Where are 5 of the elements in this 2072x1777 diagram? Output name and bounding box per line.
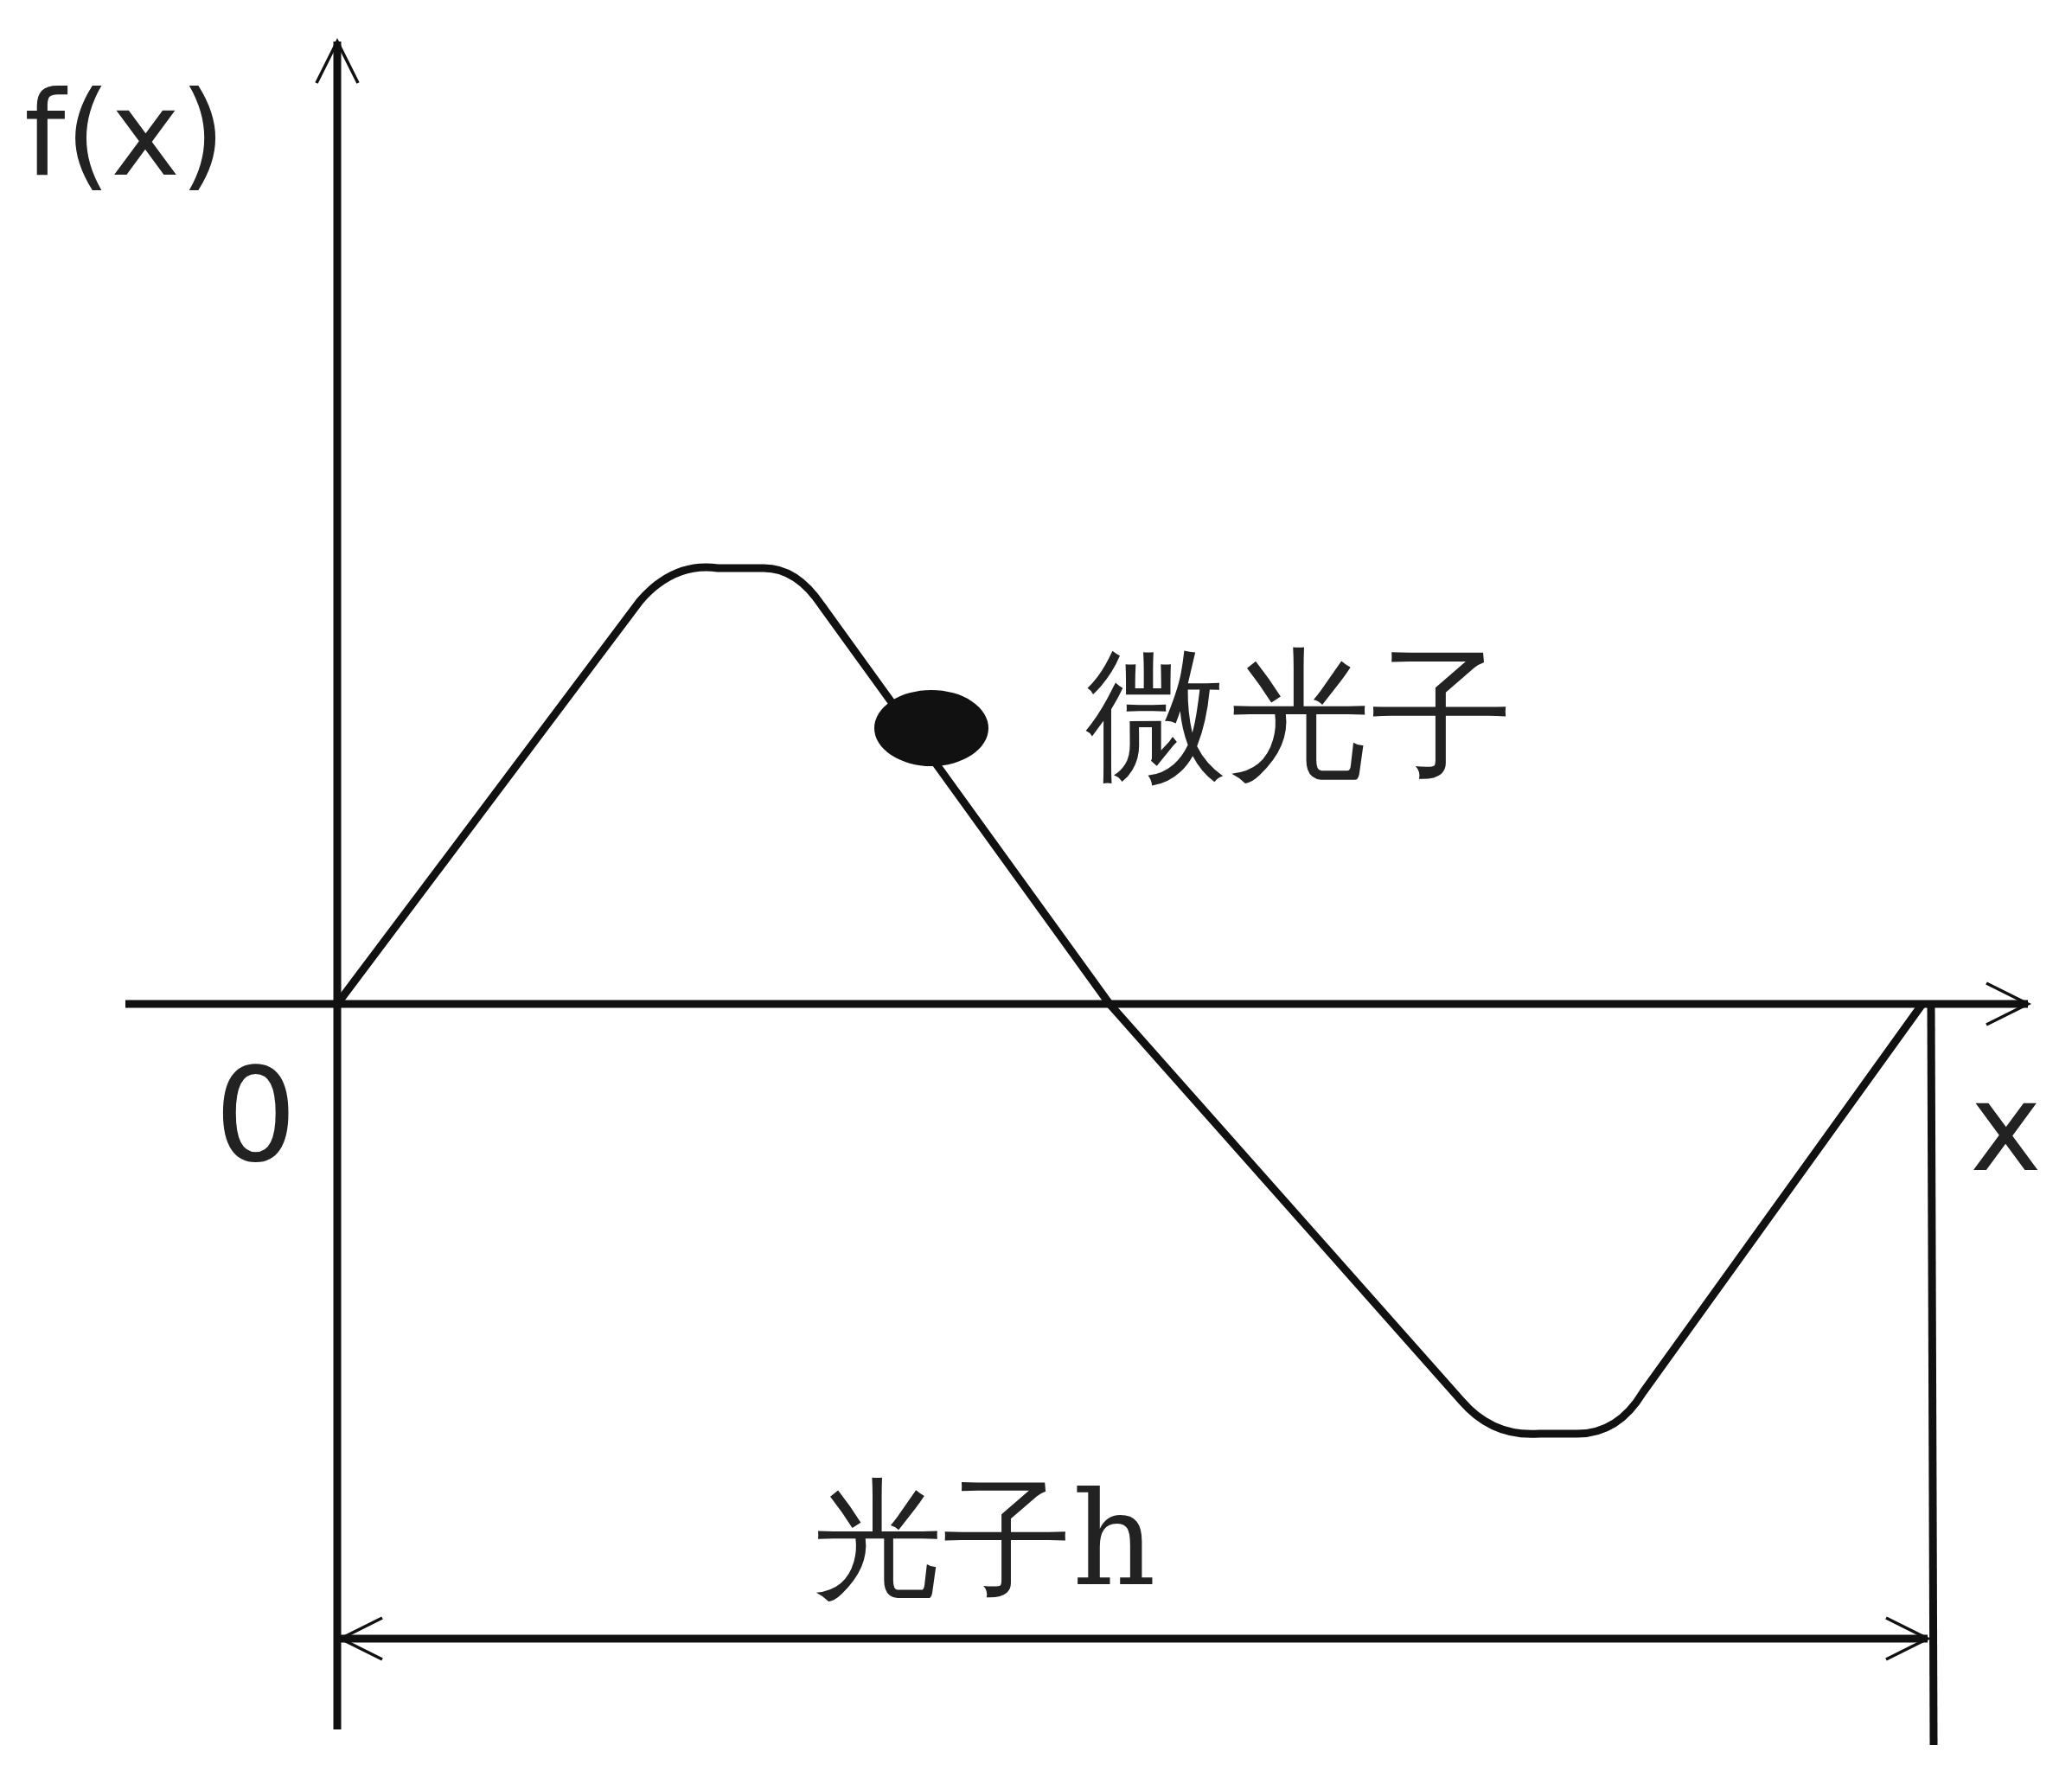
point-label: 微光子	[1085, 644, 1513, 787]
origin-label: 0	[214, 1051, 297, 1180]
axis-label: f(x)	[24, 76, 226, 193]
dimension-label: 光子h	[813, 1474, 1156, 1604]
axis-label: x	[1970, 1068, 2042, 1189]
